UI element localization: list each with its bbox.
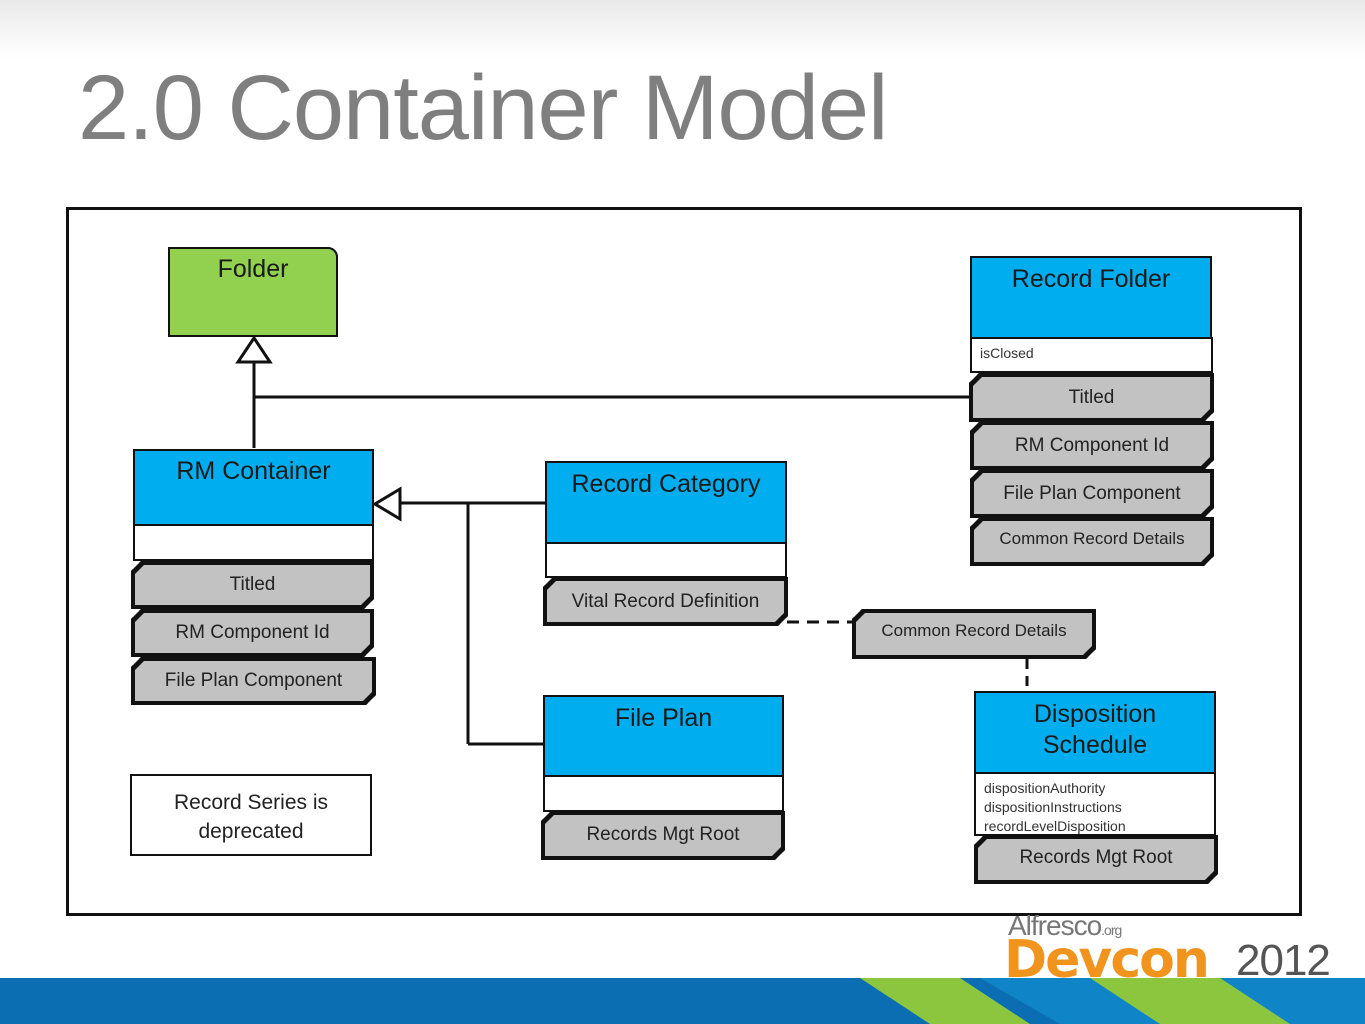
aspect-label: Titled [973, 377, 1210, 418]
attribute-record-level-disposition: recordLevelDisposition [984, 818, 1126, 834]
aspect-label: Vital Record Definition [547, 581, 784, 622]
common-record-details-aspect: Common Record Details [852, 609, 1096, 659]
disposition-schedule-attributes: dispositionAuthority dispositionInstruct… [974, 772, 1216, 836]
page-title: 2.0 Container Model [78, 57, 888, 159]
footer-green-stripe-2 [1090, 978, 1290, 1024]
file-plan-aspect-root: Records Mgt Root [541, 811, 785, 860]
disposition-schedule-label-line1: Disposition [1033, 700, 1157, 728]
rm-container-label: RM Container [176, 457, 331, 485]
record-category-aspect-vital: Vital Record Definition [543, 577, 788, 626]
aspect-label: Records Mgt Root [978, 839, 1214, 880]
aspect-label: RM Component Id [974, 425, 1210, 466]
folder-class: Folder [168, 247, 338, 337]
disposition-schedule-label-line2: Schedule [1042, 731, 1148, 759]
aspect-label: Common Record Details [856, 613, 1092, 655]
aspect-label: Common Record Details [974, 521, 1210, 562]
disposition-schedule-header: Disposition Schedule [974, 691, 1216, 774]
attribute-disposition-authority: dispositionAuthority [984, 780, 1106, 796]
footer-accent [860, 978, 1365, 1024]
devcon-logo: Devcon [1004, 930, 1210, 990]
aspect-label: RM Component Id [135, 613, 370, 653]
file-plan-header: File Plan [543, 695, 784, 777]
record-folder-attributes: isClosed [970, 337, 1213, 373]
record-category-attributes [545, 542, 787, 578]
folder-label: Folder [217, 255, 289, 283]
file-plan-label: File Plan [614, 704, 713, 732]
disposition-schedule-aspect-root: Records Mgt Root [974, 835, 1218, 884]
rm-container-aspect-file-plan-component: File Plan Component [131, 657, 376, 705]
note-line1: Record Series is [173, 791, 329, 814]
rm-container-aspect-titled: Titled [131, 561, 374, 609]
aspect-label: File Plan Component [135, 661, 372, 701]
alfresco-logo-text: Alfresco [1008, 910, 1102, 941]
devcon-year: 2012 [1236, 936, 1331, 985]
record-category-header: Record Category [545, 461, 787, 545]
aspect-label: Titled [135, 565, 370, 605]
alfresco-logo: Alfresco.org [1008, 910, 1122, 942]
file-plan-attributes [543, 775, 784, 812]
record-folder-label: Record Folder [1011, 265, 1171, 293]
record-folder-aspect-component-id: RM Component Id [970, 421, 1214, 470]
record-folder-header: Record Folder [970, 256, 1212, 340]
record-folder-aspect-file-plan-component: File Plan Component [970, 469, 1214, 518]
aspect-label: Records Mgt Root [545, 815, 781, 856]
rm-container-header: RM Container [133, 449, 374, 526]
deprecation-note: Record Series is deprecated [130, 774, 372, 856]
rm-container-aspect-component-id: RM Component Id [131, 609, 374, 657]
note-line2: deprecated [198, 820, 304, 843]
alfresco-logo-org: .org [1101, 922, 1122, 938]
attribute-is-closed: isClosed [980, 345, 1034, 361]
aspect-label: File Plan Component [974, 473, 1210, 514]
rm-container-attributes [133, 524, 374, 561]
record-category-label: Record Category [571, 470, 761, 498]
record-folder-aspect-common-details: Common Record Details [970, 517, 1214, 566]
record-folder-aspect-titled: Titled [969, 373, 1214, 422]
attribute-disposition-instructions: dispositionInstructions [984, 799, 1122, 815]
footer-green-stripe [860, 978, 1030, 1024]
